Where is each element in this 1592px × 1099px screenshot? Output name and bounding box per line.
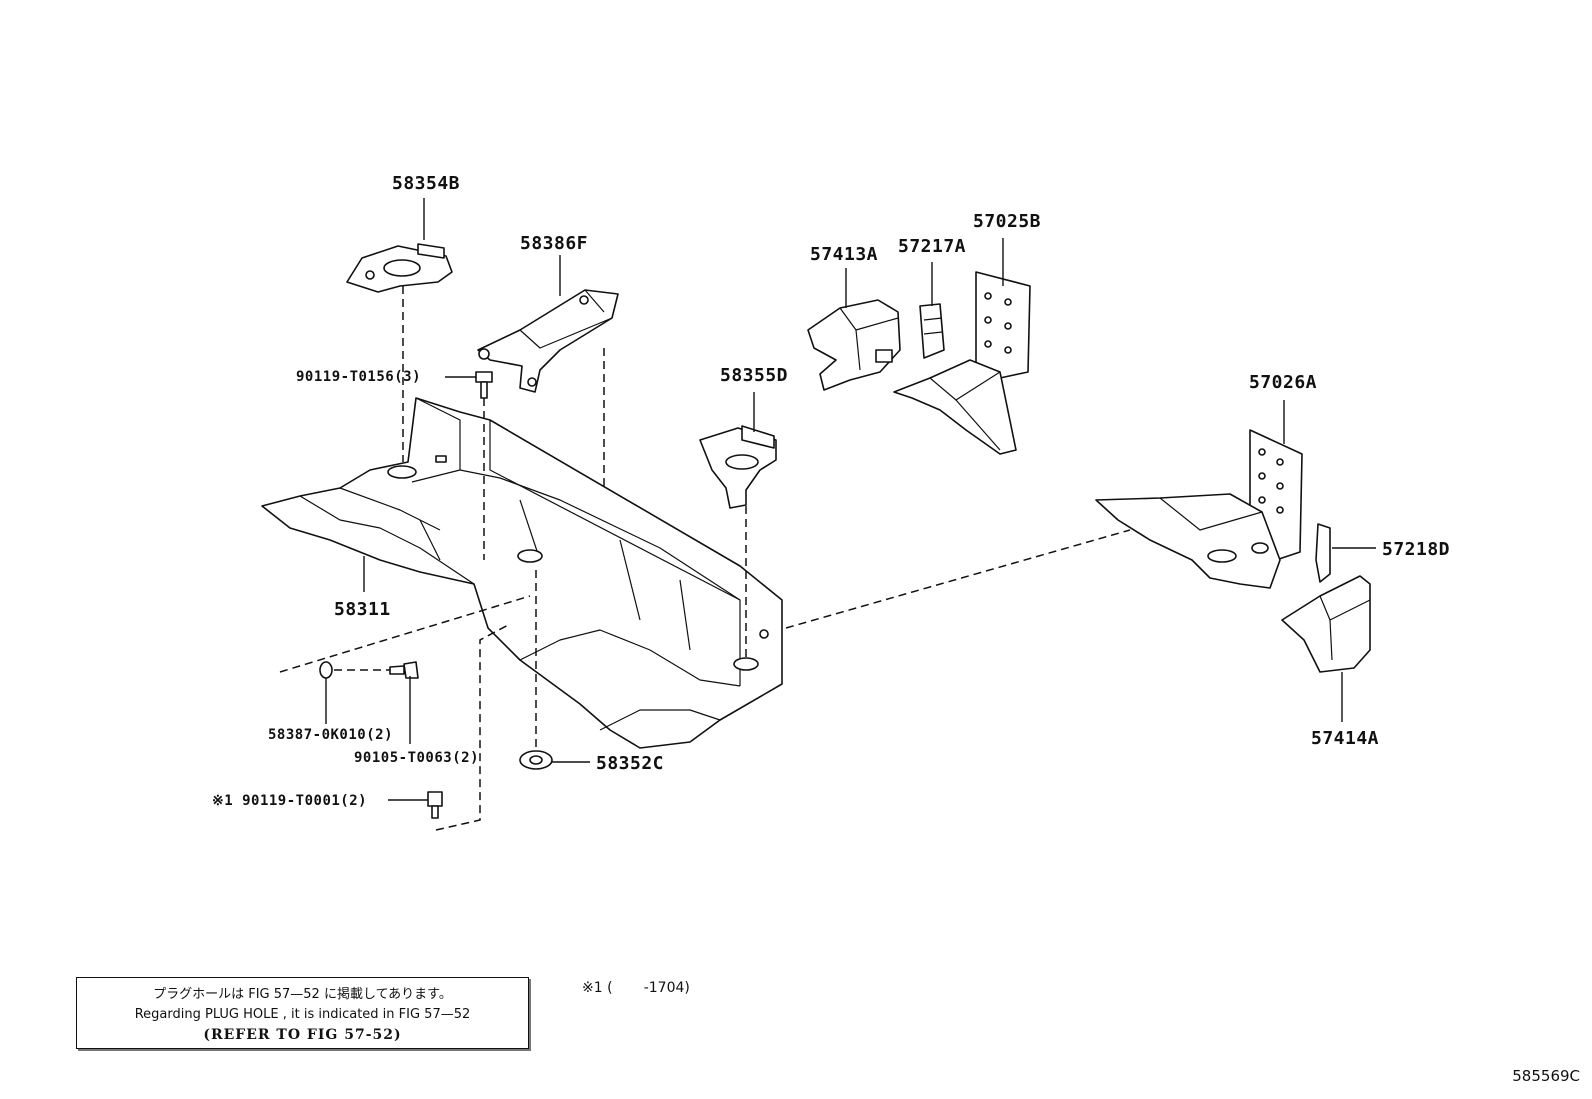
label-57414A[interactable]: 57414A bbox=[1311, 728, 1380, 749]
part-58355D-drawing[interactable] bbox=[699, 425, 777, 509]
plug-hole-note: プラグホールは FIG 57—52 に掲載してあります。 Regarding P… bbox=[76, 977, 529, 1049]
label-90105-T0063[interactable]: 90105-T0063(2) bbox=[354, 750, 480, 766]
label-90119-T0156[interactable]: 90119-T0156(3) bbox=[296, 369, 422, 385]
label-58386F[interactable]: 58386F bbox=[520, 233, 589, 254]
part-58386F-drawing[interactable] bbox=[477, 289, 619, 393]
label-57218D[interactable]: 57218D bbox=[1382, 539, 1451, 560]
part-57026A-drawing[interactable] bbox=[1095, 429, 1303, 589]
part-57218D-drawing[interactable] bbox=[1315, 523, 1331, 583]
label-58355D[interactable]: 58355D bbox=[720, 365, 789, 386]
label-58387-0K010[interactable]: 58387-0K010(2) bbox=[268, 727, 394, 743]
label-58352C[interactable]: 58352C bbox=[596, 753, 665, 774]
bolt-90119-T0001-drawing[interactable] bbox=[427, 791, 443, 819]
label-57217A[interactable]: 57217A bbox=[898, 236, 967, 257]
grommet-58387-drawing[interactable] bbox=[319, 661, 333, 679]
range-footnote: ※1 ( -1704) bbox=[582, 980, 690, 996]
bolt-90105-drawing[interactable] bbox=[389, 661, 419, 679]
assembly-line bbox=[785, 529, 1131, 629]
label-57026A[interactable]: 57026A bbox=[1249, 372, 1318, 393]
label-57413A[interactable]: 57413A bbox=[810, 244, 879, 265]
plug-58352C-drawing[interactable] bbox=[519, 750, 553, 770]
figure-id: 585569C bbox=[1512, 1067, 1580, 1085]
label-58354B[interactable]: 58354B bbox=[392, 173, 461, 194]
part-57413A-drawing[interactable] bbox=[807, 299, 901, 391]
part-58311-drawing[interactable] bbox=[261, 397, 783, 749]
bolt-90119-T0156-drawing[interactable] bbox=[475, 371, 493, 399]
part-57217A-drawing[interactable] bbox=[919, 303, 945, 359]
part-57414A-drawing[interactable] bbox=[1281, 575, 1371, 673]
note-line-jp: プラグホールは FIG 57—52 に掲載してあります。 bbox=[153, 987, 452, 1002]
label-90119-T0001[interactable]: ※1 90119-T0001(2) bbox=[212, 793, 368, 809]
note-refer-link[interactable]: (REFER TO FIG 57-52) bbox=[203, 1027, 402, 1043]
assembly-line bbox=[435, 623, 511, 831]
label-58311[interactable]: 58311 bbox=[334, 599, 391, 620]
note-line-en: Regarding PLUG HOLE , it is indicated in… bbox=[134, 1007, 471, 1022]
part-58354B-drawing[interactable] bbox=[346, 243, 453, 293]
part-57025B-drawing[interactable] bbox=[893, 271, 1031, 455]
label-57025B[interactable]: 57025B bbox=[973, 211, 1042, 232]
assembly-line bbox=[279, 595, 531, 673]
